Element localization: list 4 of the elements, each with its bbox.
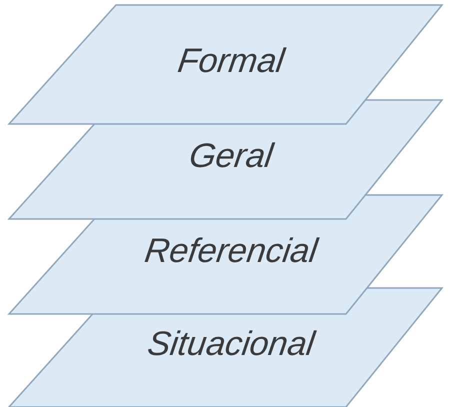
layer-label: Formal — [175, 42, 287, 81]
layer-label: Referencial — [142, 232, 320, 271]
layer-label: Situacional — [145, 325, 317, 364]
layer-label: Geral — [186, 137, 276, 176]
